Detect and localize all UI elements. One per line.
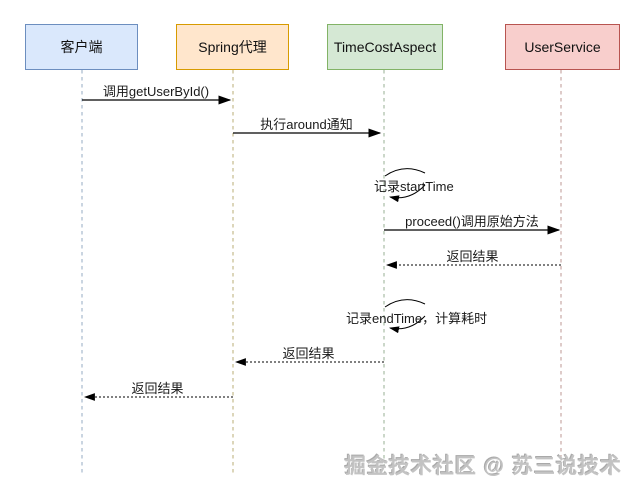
message-label-record-starttime: 记录startTime (374, 179, 454, 194)
message-label-proceed: proceed()调用原始方法 (405, 214, 539, 229)
message-label-return-to-client: 返回结果 (131, 381, 184, 396)
actor-timecost-aspect: TimeCostAspect (327, 24, 443, 70)
actor-spring-proxy: Spring代理 (176, 24, 289, 70)
watermark: 掘金技术社区 @ 苏三说技术 (344, 455, 622, 478)
actor-label: Spring代理 (198, 39, 267, 55)
self-loop-endtime-return-arrow (389, 315, 426, 334)
actor-label: UserService (524, 39, 601, 55)
message-label-return-to-proxy: 返回结果 (282, 346, 335, 361)
self-loop-endtime-top-arc (384, 299, 426, 308)
actor-label: 客户端 (60, 39, 103, 55)
self-loop-starttime-return-arrow (389, 184, 426, 203)
message-label-around-advice: 执行around通知 (260, 117, 353, 132)
message-label-record-endtime: 记录endTime，计算耗时 (346, 311, 488, 326)
actor-userservice: UserService (505, 24, 620, 70)
actor-client: 客户端 (25, 24, 138, 70)
message-label-return-to-aspect: 返回结果 (446, 249, 499, 264)
message-label-call-getuserbyid: 调用getUserById() (102, 84, 210, 99)
actor-label: TimeCostAspect (333, 39, 437, 55)
self-loop-starttime-top-arc (384, 168, 426, 177)
